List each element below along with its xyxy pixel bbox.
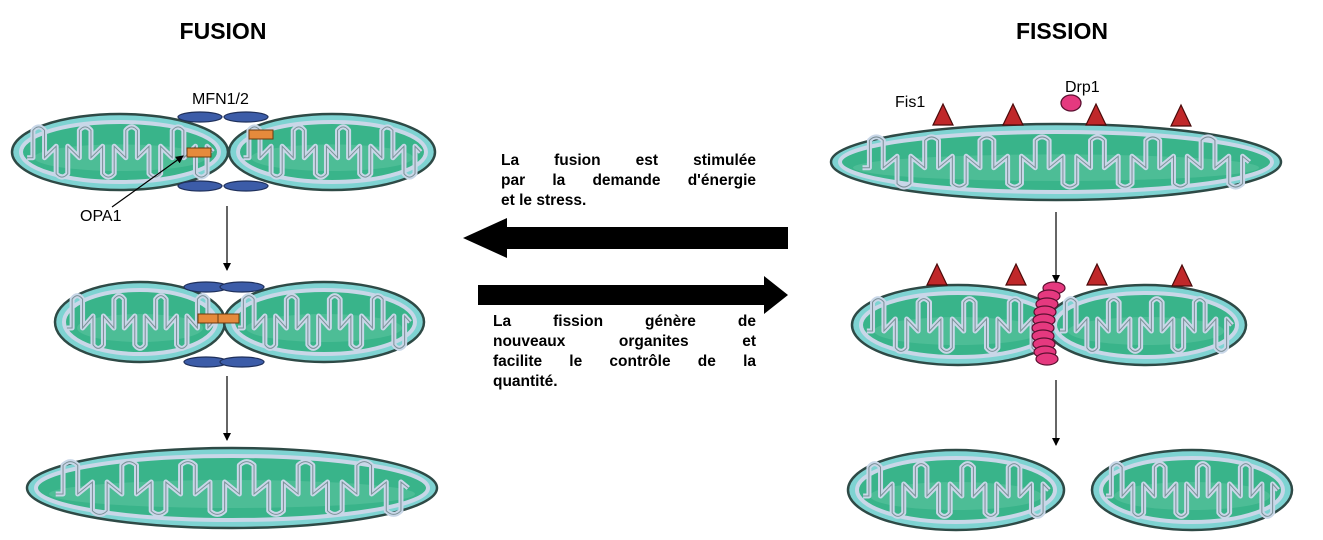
cristae-edge (243, 126, 421, 178)
matrix-highlight (874, 317, 1042, 345)
matrix-highlight (1114, 482, 1270, 510)
cristae-edge (55, 461, 409, 515)
fis1-proteins-stage1 (932, 102, 1192, 127)
mfn-protein (219, 356, 265, 368)
fission-title: FISSION (1016, 18, 1108, 44)
mfn-proteins-stage1 (177, 111, 269, 192)
cristae-edge (1106, 463, 1279, 517)
opa1-protein (186, 147, 212, 158)
opa1-protein (217, 313, 240, 324)
mitochondrion-daughter-left (846, 448, 1066, 532)
fission-text-line: quantité. (493, 373, 558, 390)
mitochondrion-fusion-left (10, 112, 230, 192)
mfn-protein (177, 111, 223, 123)
fission-text-line: La fission génère de (493, 313, 756, 330)
fis1-protein (926, 262, 948, 286)
fission-text-line: facilite le contrôle de la (493, 353, 756, 370)
mitochondrion-fusion-right (227, 112, 437, 192)
mitochondrion-fused (25, 446, 439, 530)
mitochondria-layer (10, 112, 1294, 532)
mitochondrion-dividing-right (1044, 283, 1248, 367)
fis1-protein (1085, 102, 1107, 126)
matrix-highlight (246, 314, 402, 342)
fusion-title: FUSION (180, 18, 267, 44)
fis1-protein (932, 102, 954, 126)
drp1-label: Drp1 (1065, 79, 1100, 96)
opa1-pointer (111, 155, 184, 208)
fusion-text-line: par la demande d'énergie (501, 172, 756, 189)
fission-description: La fission génère de nouveaux organites … (493, 312, 756, 392)
mfn-proteins-stage2 (183, 281, 265, 368)
opa1-protein (197, 313, 220, 324)
fission-direction-arrow (478, 276, 788, 314)
mfn-protein (177, 180, 223, 192)
fis1-label: Fis1 (895, 94, 925, 111)
fis1-proteins-stage2 (926, 262, 1193, 287)
cristae-edge (27, 126, 214, 178)
cristae-edge (862, 136, 1250, 188)
mfn-protein (223, 180, 269, 192)
matrix-highlight (870, 482, 1042, 510)
matrix-highlight (77, 314, 203, 342)
mfn-protein (223, 111, 269, 123)
mitochondrion-before-fission (829, 122, 1283, 202)
mitochondrion-daughter-right (1090, 448, 1294, 532)
fis1-protein (1002, 102, 1024, 126)
matrix-highlight (251, 144, 413, 171)
mitochondrion-fusing-right (222, 280, 426, 364)
cristae-edge (863, 463, 1050, 517)
fis1-protein (1170, 103, 1192, 127)
drp1-protein (1060, 94, 1082, 112)
fis1-protein (1005, 262, 1027, 286)
matrix-highlight (49, 480, 415, 508)
fission-text-line: nouveaux organites et (493, 333, 756, 350)
fusion-direction-arrow (463, 218, 788, 258)
fusion-description: La fusion est stimulée par la demande d'… (501, 151, 756, 211)
drp1-protein (1035, 352, 1059, 366)
opa1-label: OPA1 (80, 208, 122, 225)
mfn-label: MFN1/2 (192, 91, 249, 108)
matrix-highlight (1068, 317, 1224, 345)
mitochondrion-dividing-left (850, 283, 1066, 367)
fis1-protein (1086, 262, 1108, 286)
cristae-edge (866, 298, 1050, 352)
mfn-protein (219, 281, 265, 293)
fusion-text-line: La fusion est stimulée (501, 152, 756, 169)
cristae-edge (66, 295, 214, 349)
opa1-protein (248, 129, 274, 140)
cristae-edge (1060, 298, 1233, 352)
fis1-protein (1171, 263, 1193, 287)
fusion-text-line: et le stress. (501, 192, 587, 209)
cristae-edge (238, 295, 411, 349)
